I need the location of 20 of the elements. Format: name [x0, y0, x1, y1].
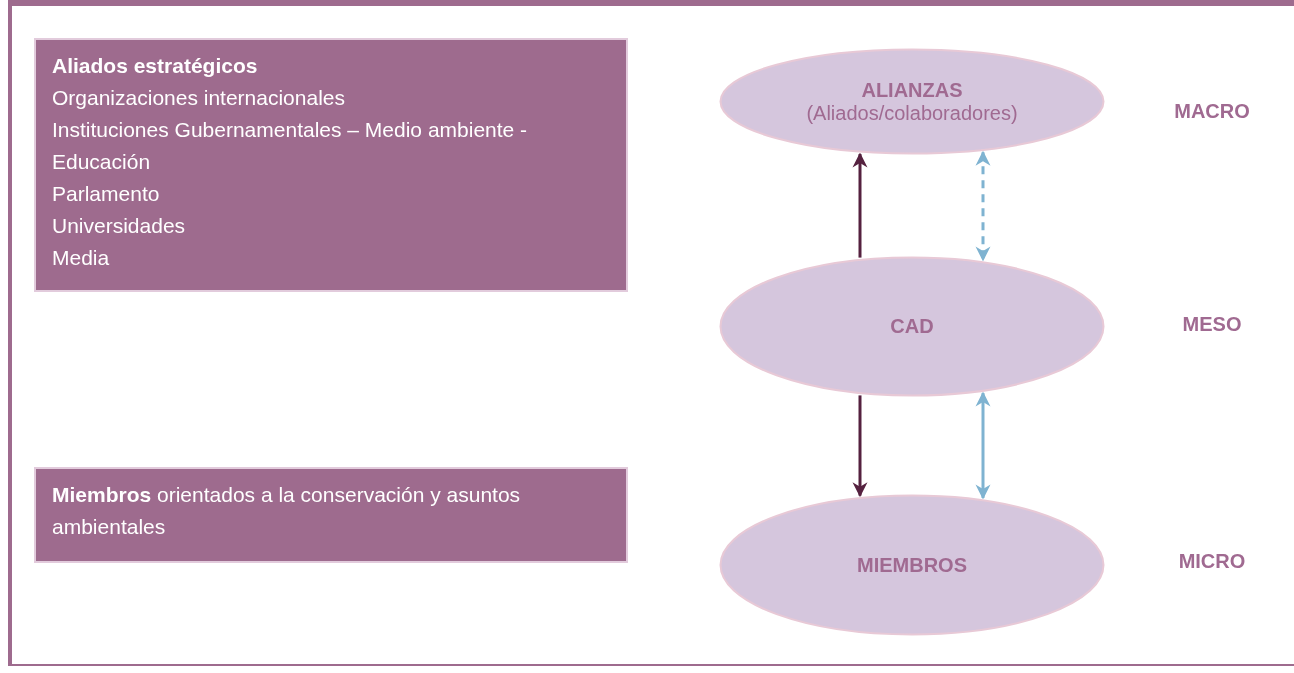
- level-title: MIEMBROS: [857, 553, 967, 577]
- level-label: MACRO: [1173, 100, 1251, 123]
- list-item: Instituciones Gubernamentales – Medio ambiente - Educación: [52, 117, 529, 175]
- arrow: [852, 152, 868, 258]
- list-item: Media: [52, 245, 111, 271]
- level-title: CAD: [890, 315, 934, 338]
- box-heading: Aliados estratégicos: [52, 53, 259, 79]
- level-title: ALIANZAS: [861, 78, 963, 102]
- level-subtitle: (Aliados/colaboradores): [806, 101, 1018, 125]
- arrow: [975, 150, 991, 262]
- level-label: MESO: [1181, 313, 1243, 336]
- level-label: MICRO: [1177, 550, 1247, 573]
- list-item: Organizaciones internacionales: [52, 85, 346, 111]
- list-item: Parlamento: [52, 181, 161, 207]
- box-text: Miembros orientados a la conservación y asuntos ambientales: [52, 482, 522, 540]
- text-box: [34, 38, 628, 292]
- arrow: [852, 395, 868, 498]
- list-item: Universidades: [52, 213, 187, 239]
- arrow: [975, 391, 991, 500]
- text-box: [34, 467, 628, 563]
